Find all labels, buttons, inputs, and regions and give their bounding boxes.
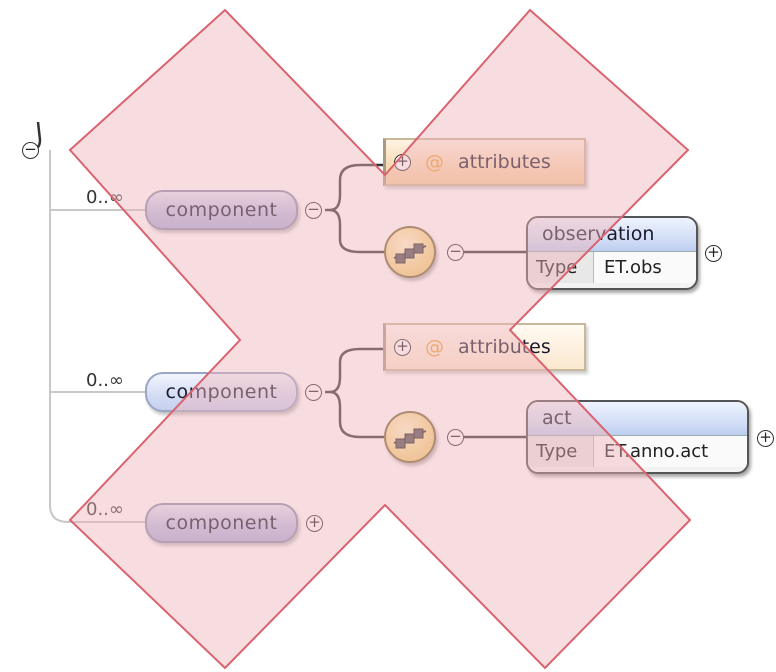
type-key: Type <box>528 436 594 467</box>
cardinality-label: 0..∞ <box>86 187 124 208</box>
sequence-compositor-icon[interactable] <box>384 411 436 463</box>
attributes-box[interactable]: + @ attributes <box>383 323 586 371</box>
element-type-row: Type ET.obs <box>528 252 696 283</box>
comp1-connector-seq <box>329 208 384 254</box>
comp2-connector-seq <box>329 390 384 439</box>
attributes-label: attributes <box>458 151 551 173</box>
sequence-collapse-toggle[interactable]: − <box>447 244 464 261</box>
sequence-glyph-icon <box>393 243 427 264</box>
element-name: act <box>528 402 747 436</box>
attributes-expand-toggle[interactable]: + <box>394 153 411 171</box>
element-box-observation[interactable]: observation Type ET.obs <box>526 216 698 290</box>
element-box-act[interactable]: act Type ET.anno.act <box>526 400 749 474</box>
type-key: Type <box>528 252 594 283</box>
cardinality-label: 0..∞ <box>86 499 124 520</box>
element-type-row: Type ET.anno.act <box>528 436 747 467</box>
sequence-collapse-toggle[interactable]: − <box>447 429 464 446</box>
attributes-expand-toggle[interactable]: + <box>394 338 411 356</box>
type-value: ET.obs <box>594 252 696 283</box>
attributes-box[interactable]: + @ attributes <box>383 138 586 186</box>
at-sign-icon: @ <box>425 151 444 173</box>
component-node[interactable]: component <box>145 372 298 412</box>
component-node[interactable]: component <box>145 503 298 543</box>
element-expand-toggle[interactable]: + <box>757 430 774 447</box>
attributes-label: attributes <box>458 336 551 358</box>
root-trunk-line <box>49 150 145 523</box>
at-sign-icon: @ <box>425 336 444 358</box>
root-collapse-toggle[interactable]: − <box>22 142 39 159</box>
comp2-connector <box>325 347 388 394</box>
sequence-glyph-icon <box>393 428 427 449</box>
sequence-compositor-icon[interactable] <box>384 226 436 278</box>
element-name: observation <box>528 218 696 252</box>
comp1-connector <box>325 163 388 212</box>
cardinality-label: 0..∞ <box>86 370 124 391</box>
element-expand-toggle[interactable]: + <box>705 245 722 262</box>
component-collapse-toggle[interactable]: − <box>305 202 322 219</box>
component-collapse-toggle[interactable]: − <box>305 384 322 401</box>
type-value: ET.anno.act <box>594 436 747 467</box>
component-expand-toggle[interactable]: + <box>306 515 323 532</box>
component-node[interactable]: component <box>145 190 298 230</box>
